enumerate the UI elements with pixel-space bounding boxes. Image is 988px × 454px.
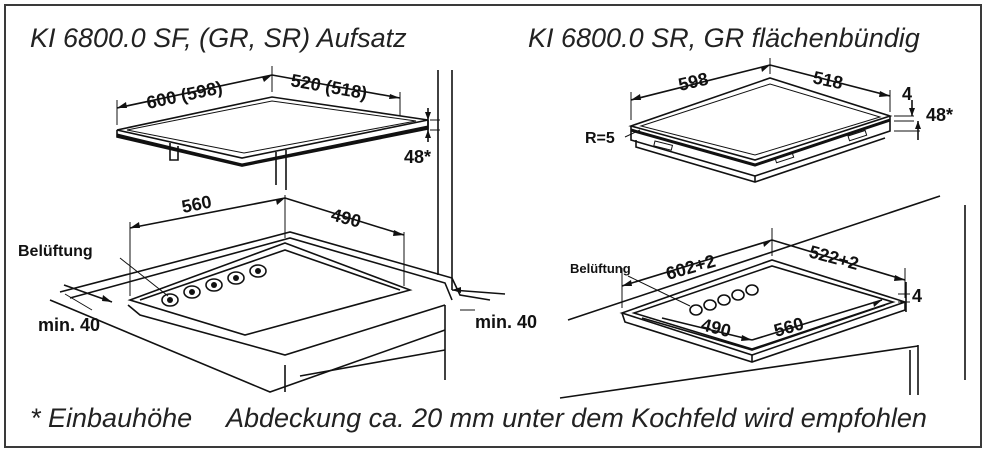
title-left: KI 6800.0 SF, (GR, SR) Aufsatz xyxy=(30,23,407,53)
right-height-label: 48* xyxy=(926,105,953,125)
right-recess-label: 4 xyxy=(912,286,922,306)
right-cut-width-label: 560 xyxy=(772,313,806,341)
left-vent-holes xyxy=(161,264,267,307)
left-width-label: 600 (598) xyxy=(145,77,225,113)
left-width-dimension: 600 (598) xyxy=(116,66,273,125)
left-counter xyxy=(49,70,491,393)
right-thickness-label: 4 xyxy=(902,84,912,104)
right-radius-label: R=5 xyxy=(585,130,615,147)
title-right: KI 6800.0 SR, GR flächenbündig xyxy=(528,23,920,53)
left-depth-label: 520 (518) xyxy=(289,70,368,103)
footer-recommendation: Abdeckung ca. 20 mm unter dem Kochfeld w… xyxy=(224,403,927,433)
footer-note: * Einbauhöhe xyxy=(30,403,192,433)
left-min-right-label: min. 40 xyxy=(475,312,537,332)
right-hob xyxy=(628,77,893,183)
right-outer-depth-label: 522+2 xyxy=(807,242,861,274)
right-outer-depth-dimension: 522+2 xyxy=(771,239,906,298)
right-depth-label: 518 xyxy=(811,67,845,93)
left-cut-width-dimension: 560 xyxy=(129,192,286,296)
right-vent-holes xyxy=(689,284,759,316)
right-thickness-dimension: 4 48* xyxy=(894,84,953,140)
left-vent-label: Belüftung xyxy=(18,243,93,260)
right-width-dimension: 598 xyxy=(630,58,771,120)
right-cut-width-dimension: 560 xyxy=(751,299,883,341)
left-height-dimension: 48* xyxy=(404,108,440,167)
right-cut-depth-label: 490 xyxy=(699,314,733,341)
left-hob xyxy=(116,96,429,190)
left-cut-depth-label: 490 xyxy=(329,205,363,232)
left-height-label: 48* xyxy=(404,147,431,167)
left-min-right: min. 40 xyxy=(451,287,537,332)
right-counter xyxy=(559,195,966,399)
right-depth-dimension: 518 xyxy=(769,64,891,112)
left-min-left: min. 40 xyxy=(38,284,113,335)
right-vent-label: Belüftung xyxy=(570,261,631,276)
left-depth-dimension: 520 (518) xyxy=(271,70,401,116)
left-vent-callout: Belüftung xyxy=(18,243,169,297)
right-recess-dimension: 4 xyxy=(898,282,922,312)
right-width-label: 598 xyxy=(676,69,710,95)
left-min-left-label: min. 40 xyxy=(38,315,100,335)
